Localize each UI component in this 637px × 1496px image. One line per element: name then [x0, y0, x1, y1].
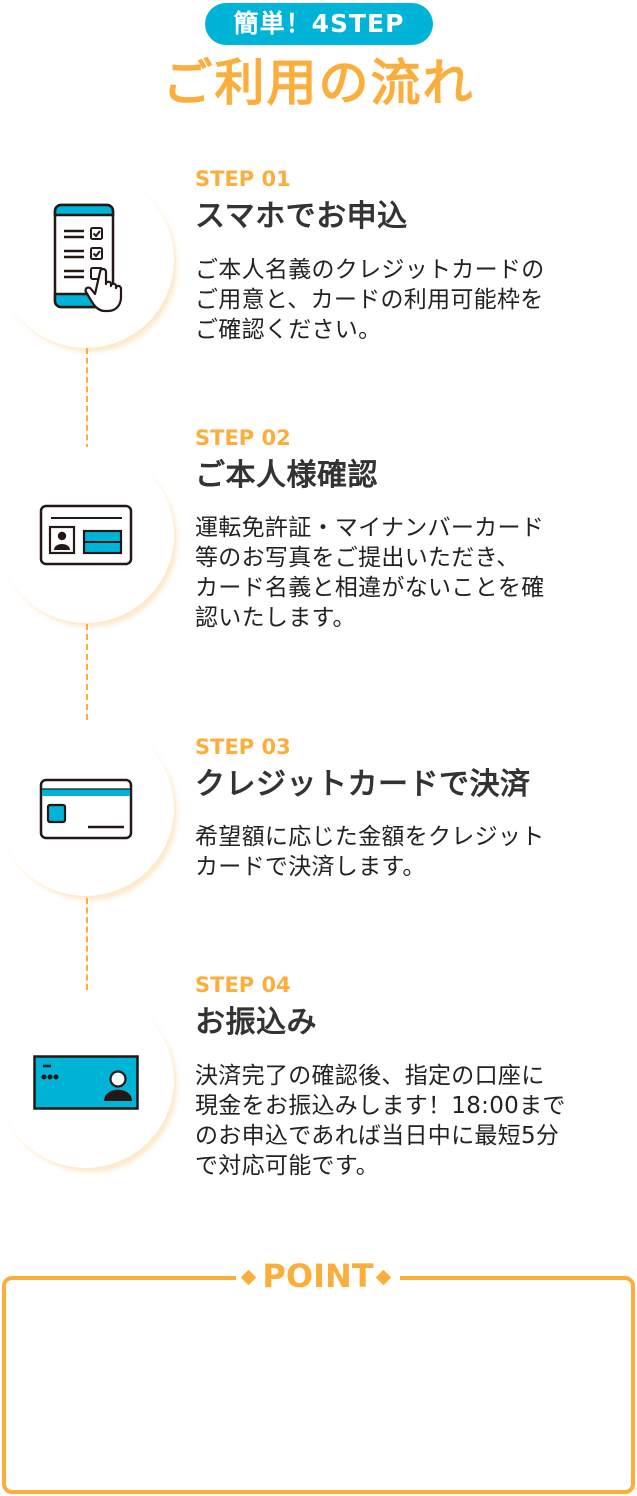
credit-card-icon — [39, 778, 133, 840]
step-label: STEP 03 — [195, 735, 291, 759]
step-description: 希望額に応じた金額をクレジット カードで決済します。 — [195, 824, 545, 880]
step-label: STEP 02 — [195, 426, 291, 450]
step-connector — [86, 624, 88, 720]
step-title: スマホでお申込 — [195, 199, 408, 234]
bank-card-icon — [33, 1055, 139, 1110]
step-connector — [86, 898, 88, 990]
point-box — [2, 1276, 635, 1494]
step-title: お振込み — [195, 1005, 317, 1040]
step-title: クレジットカードで決済 — [195, 767, 531, 802]
four-step-badge: 簡単！4STEP — [205, 3, 433, 45]
step-connector — [86, 348, 88, 450]
step-description: 決済完了の確認後、指定の口座に 現金をお振込みします！18:00まで のお申込で… — [195, 1063, 566, 1179]
step-description: ご本人名義のクレジットカードの ご用意と、カードの利用可能枠を ご確認ください。 — [195, 257, 545, 343]
step-label: STEP 01 — [195, 167, 291, 191]
id-card-icon — [39, 504, 133, 566]
step-label: STEP 04 — [195, 973, 291, 997]
point-title-backdrop — [236, 1256, 400, 1296]
page-title: ご利用の流れ — [162, 54, 475, 112]
step-description: 運転免許証・マイナンバーカード 等のお写真をご提出いただき、 カード名義と相違が… — [195, 515, 545, 631]
step-title: ご本人様確認 — [195, 458, 378, 493]
smartphone-checklist-icon — [53, 203, 123, 313]
point-title: POINT — [262, 1257, 374, 1295]
